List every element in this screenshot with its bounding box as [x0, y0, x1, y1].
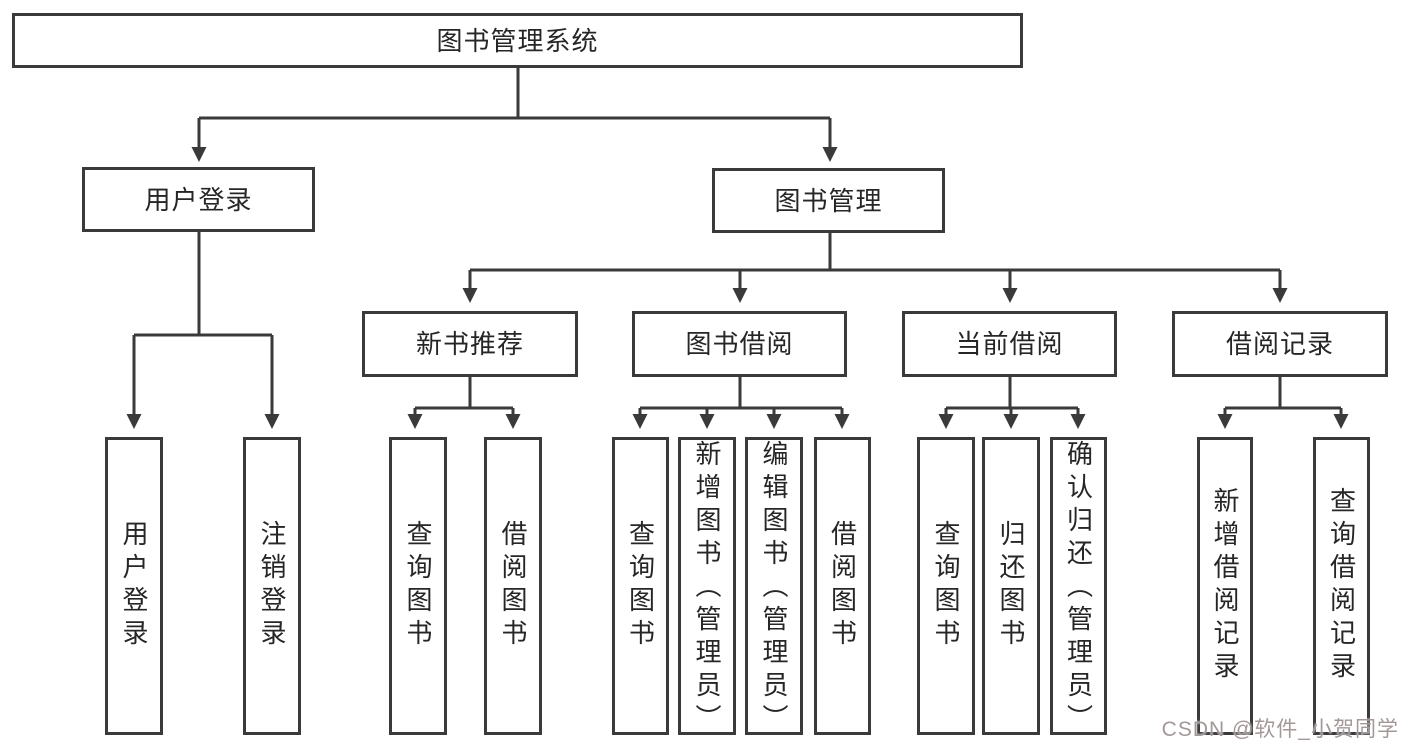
node-borrow-record: 借阅记录 — [1172, 311, 1388, 377]
csdn-watermark: CSDN @软件_小贺同学 — [1161, 718, 1399, 741]
node-book-management: 图书管理 — [712, 168, 945, 233]
node-book-borrow: 图书借阅 — [632, 311, 847, 377]
leaf-logout: 注销登录 — [243, 437, 301, 735]
leaf-user-login: 用户登录 — [105, 437, 163, 735]
leaf-current-query-book: 查询图书 — [917, 437, 975, 735]
leaf-borrow-add-book-admin: 新增图书（管理员） — [678, 437, 736, 737]
leaf-borrow-edit-book-admin: 编辑图书（管理员） — [745, 437, 803, 737]
leaf-record-query-borrow-record: 查询借阅记录 — [1313, 437, 1370, 735]
node-root-library-management-system: 图书管理系统 — [12, 13, 1023, 68]
leaf-record-add-borrow-record: 新增借阅记录 — [1197, 437, 1253, 735]
leaf-borrow-query-book: 查询图书 — [612, 437, 669, 735]
node-new-book-recommend: 新书推荐 — [362, 311, 578, 377]
leaf-current-confirm-return-admin: 确认归还（管理员） — [1050, 437, 1107, 737]
node-current-borrow: 当前借阅 — [902, 311, 1117, 377]
node-user-login: 用户登录 — [82, 167, 315, 232]
leaf-recommend-query-book: 查询图书 — [389, 437, 447, 735]
leaf-recommend-borrow-book: 借阅图书 — [484, 437, 542, 735]
leaf-borrow-borrow-book: 借阅图书 — [814, 437, 871, 735]
leaf-current-return-book: 归还图书 — [982, 437, 1040, 735]
